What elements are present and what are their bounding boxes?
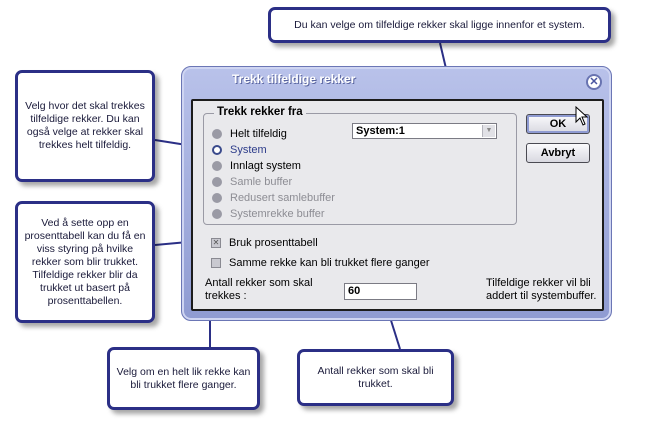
radio-dot (212, 209, 222, 219)
ok-button[interactable]: OK (526, 114, 590, 134)
title-bar[interactable]: Trekk tilfeldige rekker ✕ (182, 67, 611, 90)
radio-redusert-samlebuffer: Redusert samlebuffer (212, 191, 335, 205)
callout-text: Velg om en helt lik rekke kan bli trukke… (116, 365, 251, 391)
callout-text: Velg hvor det skal trekkes tilfeldige re… (25, 100, 145, 151)
callout-text: Ved å sette opp en prosenttabell kan du … (24, 216, 146, 307)
callout-system: Du kan velge om tilfeldige rekker skal l… (268, 7, 611, 43)
count-input[interactable]: 60 (344, 283, 417, 300)
group-title: Trekk rekker fra (214, 106, 306, 118)
checkbox-box: ✕ (211, 238, 221, 248)
radio-label: Systemrekke buffer (230, 208, 325, 220)
system-select-value: System:1 (356, 125, 405, 137)
count-label: Antall rekker som skal trekkes : (205, 277, 313, 302)
draw-random-dialog: Trekk tilfeldige rekker ✕ Trekk rekker f… (181, 66, 612, 321)
system-select[interactable]: System:1 ▼ (352, 123, 497, 139)
chevron-down-icon[interactable]: ▼ (482, 125, 495, 137)
dialog-title: Trekk tilfeldige rekker (232, 72, 356, 86)
radio-dot (212, 129, 222, 139)
close-icon[interactable]: ✕ (586, 74, 602, 90)
callout-same-row: Velg om en helt lik rekke kan bli trukke… (107, 347, 260, 410)
radio-dot (212, 193, 222, 203)
radio-label: Redusert samlebuffer (230, 192, 335, 204)
mouse-cursor-icon (575, 106, 589, 126)
radio-label: Innlagt system (230, 160, 301, 172)
callout-text: Antall rekker som skal bli trukket. (317, 364, 434, 390)
checkbox-percent-table[interactable]: ✕ Bruk prosenttabell (211, 237, 318, 249)
checkbox-box (211, 258, 221, 268)
radio-dot (212, 177, 222, 187)
radio-dot (212, 161, 222, 171)
radio-system[interactable]: System (212, 143, 267, 157)
info-text: Tilfeldige rekker vil bli addert til sys… (486, 277, 597, 302)
callout-draw-source: Velg hvor det skal trekkes tilfeldige re… (15, 70, 155, 182)
radio-label: Samle buffer (230, 176, 293, 188)
draw-source-group: Trekk rekker fra Helt tilfeldig System I… (203, 106, 517, 225)
callout-text: Du kan velge om tilfeldige rekker skal l… (294, 18, 585, 31)
radio-label: System (230, 144, 267, 156)
cancel-button[interactable]: Avbryt (526, 143, 590, 163)
radio-samle-buffer: Samle buffer (212, 175, 292, 189)
checkbox-label: Bruk prosenttabell (229, 237, 318, 249)
checkbox-same-row[interactable]: Samme rekke kan bli trukket flere ganger (211, 257, 430, 269)
callout-count: Antall rekker som skal bli trukket. (297, 349, 454, 406)
radio-innlagt-system[interactable]: Innlagt system (212, 159, 301, 173)
callout-percent-table: Ved å sette opp en prosenttabell kan du … (15, 201, 155, 323)
radio-label: Helt tilfeldig (230, 128, 287, 140)
radio-systemrekke-buffer: Systemrekke buffer (212, 207, 325, 221)
radio-helt-tilfeldig[interactable]: Helt tilfeldig (212, 127, 287, 141)
dialog-body: Trekk rekker fra Helt tilfeldig System I… (191, 99, 604, 311)
checkbox-label: Samme rekke kan bli trukket flere ganger (229, 257, 430, 269)
radio-dot (212, 145, 222, 155)
